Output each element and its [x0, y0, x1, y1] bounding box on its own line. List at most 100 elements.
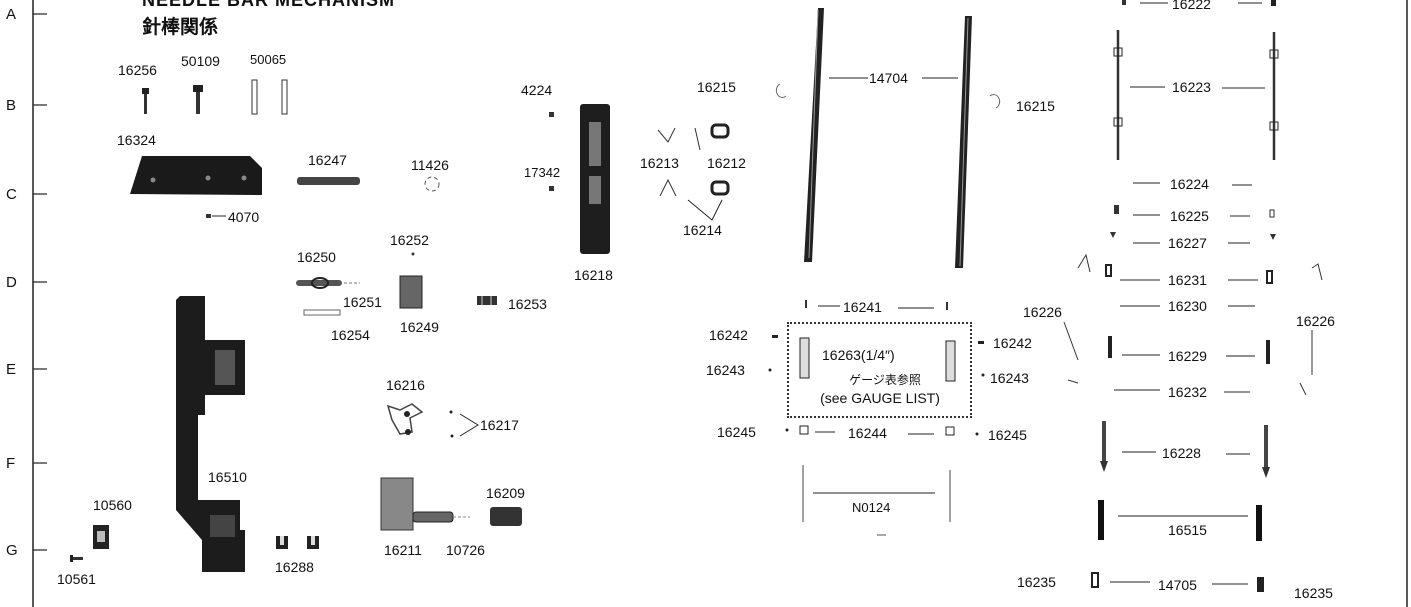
- title-japanese: 針棒関係: [142, 17, 219, 38]
- needle-16263-left: [799, 337, 810, 379]
- label-16213: 16213: [640, 155, 679, 171]
- label-16247: 16247: [308, 152, 347, 168]
- label-16222: 16222: [1172, 0, 1211, 12]
- label-16244: 16244: [848, 425, 887, 441]
- label-16324: 16324: [117, 132, 156, 148]
- springs-16213: [657, 127, 701, 197]
- label-16256: 16256: [118, 62, 157, 78]
- needle-bar-14704-left: [804, 8, 824, 262]
- block-16249: [399, 275, 423, 309]
- pins-50065: [251, 79, 288, 115]
- screw-16256: [142, 88, 149, 114]
- row-letter-d: D: [6, 274, 17, 291]
- label-17342: 17342: [524, 165, 561, 180]
- ring-11426: [424, 176, 440, 192]
- label-16209: 16209: [486, 485, 525, 501]
- label-16243-right: 16243: [990, 370, 1029, 386]
- bushing-16209: [490, 507, 522, 526]
- label-16228: 16228: [1162, 445, 1201, 461]
- label-16232: 16232: [1168, 384, 1207, 400]
- label-16225: 16225: [1170, 208, 1209, 224]
- needle-bar-14704-right: [955, 16, 972, 268]
- label-16229: 16229: [1168, 348, 1207, 364]
- label-10561: 10561: [57, 571, 96, 587]
- shaft-16223-left: [1113, 30, 1123, 160]
- row-letter-e: E: [6, 361, 17, 378]
- part-16244a: [799, 425, 809, 435]
- label-16242-left: 16242: [709, 327, 748, 343]
- rod-16515-left: [1098, 500, 1104, 540]
- title-english: NEEDLE BAR MECHANISM: [142, 0, 396, 10]
- row-letter-c: C: [6, 186, 17, 203]
- label-14704: 14704: [869, 70, 908, 86]
- rod-16247: [297, 177, 360, 185]
- label-16242-right: 16242: [993, 335, 1032, 351]
- row-letter-b: B: [6, 97, 17, 114]
- clip-16212b: [710, 180, 730, 196]
- shaft-16223-right: [1269, 32, 1279, 160]
- label-n0124: N0124: [852, 500, 891, 515]
- label-50065: 50065: [250, 52, 287, 67]
- label-16215-left: 16215: [697, 79, 736, 95]
- label-10726: 10726: [446, 542, 485, 558]
- screw-4070: [206, 214, 211, 218]
- label-16211: 16211: [384, 542, 422, 558]
- rod-16515-right: [1256, 505, 1262, 541]
- part-16244b: [945, 426, 955, 436]
- pin-16250: [296, 280, 342, 286]
- label-16245-left: 16245: [717, 424, 756, 440]
- screw-10561: [70, 555, 83, 562]
- label-16245-right: 16245: [988, 427, 1027, 443]
- label-10560: 10560: [93, 497, 132, 513]
- label-16223: 16223: [1172, 79, 1211, 95]
- gauge-note-en: (see GAUGE LIST): [820, 390, 940, 406]
- label-16263: 16263(1/4″): [822, 347, 895, 363]
- label-16217: 16217: [480, 417, 519, 433]
- label-16214: 16214: [683, 222, 722, 238]
- label-4224: 4224: [521, 82, 553, 98]
- label-16515: 16515: [1168, 522, 1207, 538]
- label-16230: 16230: [1168, 298, 1207, 314]
- label-16216: 16216: [386, 377, 425, 393]
- part-16252: [411, 252, 415, 256]
- label-11426: 11426: [411, 157, 449, 173]
- label-16218: 16218: [574, 267, 613, 283]
- row-ticks: [33, 13, 47, 551]
- block-16211: [380, 477, 414, 531]
- label-4070: 4070: [228, 209, 260, 225]
- label-16254: 16254: [331, 327, 370, 343]
- row-letter-g: G: [6, 542, 18, 559]
- part-16235b: [1257, 577, 1264, 592]
- pin-16254: [303, 309, 341, 316]
- screw-17342: [549, 186, 554, 191]
- label-16241: 16241: [843, 299, 882, 315]
- leader-16214: [687, 199, 723, 221]
- row-letter-f: F: [6, 455, 16, 472]
- label-16235-right: 16235: [1294, 585, 1333, 601]
- plate-16324: [130, 156, 262, 195]
- label-16250: 16250: [297, 249, 336, 265]
- row-letter-a: A: [6, 6, 17, 23]
- label-16224: 16224: [1170, 176, 1209, 192]
- part-16253: [477, 296, 497, 305]
- label-16288: 16288: [275, 559, 314, 575]
- label-16212: 16212: [707, 155, 746, 171]
- label-50109: 50109: [181, 53, 220, 69]
- clip-16212a: [710, 123, 730, 139]
- screw-50109: [193, 85, 203, 114]
- part-16216: [386, 403, 424, 435]
- label-16249: 16249: [400, 319, 439, 335]
- label-16231: 16231: [1168, 272, 1207, 288]
- pins-16217: [449, 410, 479, 438]
- gauge-box: [787, 322, 972, 418]
- label-16235-left: 16235: [1017, 574, 1056, 590]
- ring-16215a: [775, 83, 787, 98]
- label-16215-right: 16215: [1016, 98, 1055, 114]
- label-16252: 16252: [390, 232, 429, 248]
- label-16226-left: 16226: [1023, 304, 1062, 320]
- part-16235a: [1091, 572, 1099, 588]
- screw-4224: [549, 112, 554, 117]
- leaders-16226: [1063, 253, 1323, 396]
